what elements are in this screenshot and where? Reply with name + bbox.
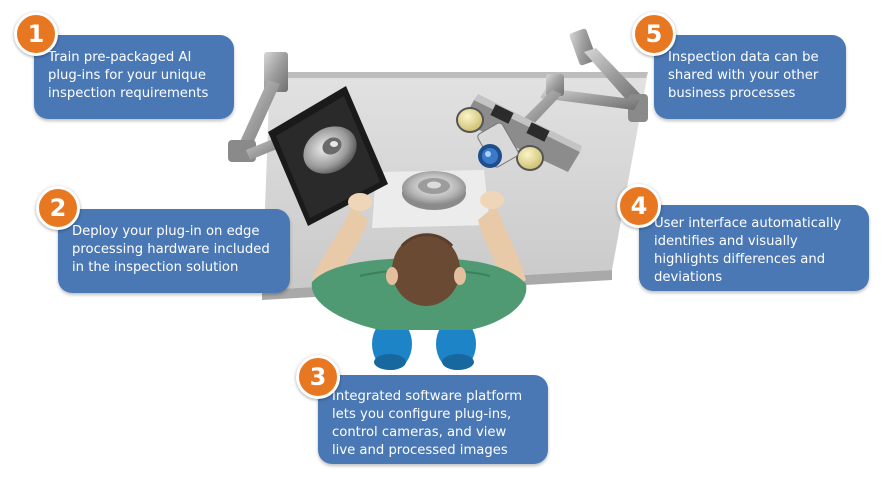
camera-rig <box>456 94 582 172</box>
step-number-badge: 4 <box>617 184 661 228</box>
callout-user-interface: User interface automatically identifies … <box>639 205 869 291</box>
step-number-badge: 3 <box>296 355 340 399</box>
callout-deploy-plugin: Deploy your plug-in on edge processing h… <box>58 209 290 293</box>
step-number-badge: 2 <box>36 186 80 230</box>
callout-software-platform: Integrated software platform lets you co… <box>318 375 548 464</box>
callout-data-sharing: Inspection data can be shared with your … <box>654 35 846 119</box>
callout-text: Deploy your plug-in on edge processing h… <box>72 224 270 275</box>
callout-text: Integrated software platform lets you co… <box>332 389 523 458</box>
monitor-screen <box>268 86 388 226</box>
step-number-badge: 1 <box>14 12 58 56</box>
step-number-badge: 5 <box>632 12 676 56</box>
inspected-part <box>402 171 466 210</box>
callout-text: Inspection data can be shared with your … <box>668 50 819 101</box>
callout-train-plugins: Train pre-packaged AI plug-ins for your … <box>34 35 234 119</box>
operator-person <box>311 191 527 370</box>
callout-text: User interface automatically identifies … <box>654 216 842 285</box>
callout-text: Train pre-packaged AI plug-ins for your … <box>48 50 209 101</box>
